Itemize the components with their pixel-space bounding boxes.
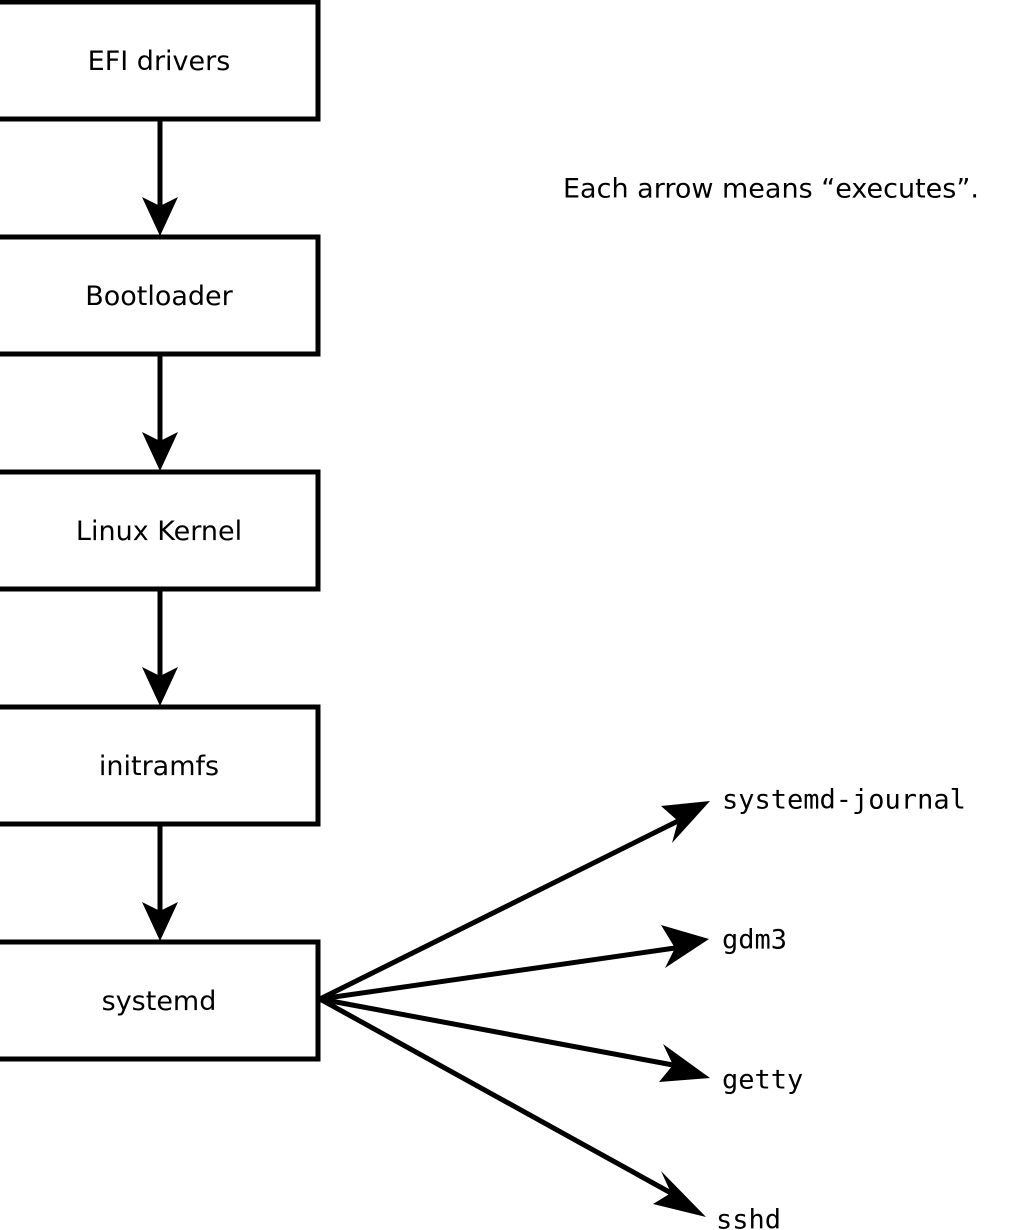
- node-label-systemd: systemd: [102, 986, 217, 1017]
- node-box-rect-efi-drivers: [0, 0, 321, 122]
- node-box-rect-systemd: [0, 939, 321, 1062]
- chain-node-initramfs[interactable]: initramfs: [0, 704, 321, 827]
- arrow-head: [661, 925, 709, 968]
- service-label-systemd-journal: systemd-journal: [722, 785, 966, 816]
- node-label-linux-kernel: Linux Kernel: [76, 516, 242, 547]
- arrow-shaft: [319, 996, 674, 1068]
- node-label-efi-drivers: EFI drivers: [88, 46, 231, 77]
- diagram-caption: Each arrow means “executes”.: [563, 174, 979, 205]
- service-label-gdm3: gdm3: [722, 925, 787, 956]
- chain-node-linux-kernel[interactable]: Linux Kernel: [0, 469, 321, 592]
- arrow-efi-drivers-to-bootloader: [142, 119, 178, 236]
- arrow-initramfs-to-systemd: [142, 824, 178, 941]
- arrow-linux-kernel-to-initramfs: [142, 589, 178, 706]
- arrow-systemd-to-getty: [319, 996, 710, 1082]
- node-label-initramfs: initramfs: [99, 751, 219, 782]
- chain-node-efi-drivers[interactable]: EFI drivers: [0, 0, 321, 122]
- chain-node-bootloader[interactable]: Bootloader: [0, 234, 321, 357]
- node-box-rect-linux-kernel: [0, 469, 321, 592]
- arrow-shaft: [318, 818, 680, 1002]
- chain-node-systemd[interactable]: systemd: [0, 939, 321, 1062]
- arrow-shaft: [318, 996, 673, 1196]
- arrow-systemd-to-sshd: [318, 996, 706, 1217]
- arrow-head: [142, 667, 178, 706]
- arrow-systemd-to-gdm3: [319, 925, 709, 1002]
- arrow-shaft: [319, 945, 676, 1002]
- arrow-head: [142, 432, 178, 471]
- arrow-head: [659, 1044, 710, 1082]
- service-label-sshd: sshd: [716, 1205, 781, 1230]
- arrow-head: [661, 801, 710, 843]
- arrow-head: [142, 197, 178, 236]
- arrow-head: [142, 902, 178, 941]
- arrow-bootloader-to-linux-kernel: [142, 354, 178, 471]
- arrow-systemd-to-systemd-journal: [318, 801, 710, 1002]
- arrow-head: [653, 1171, 706, 1217]
- node-box-rect-initramfs: [0, 704, 321, 827]
- service-label-getty: getty: [722, 1065, 803, 1096]
- node-label-bootloader: Bootloader: [85, 281, 233, 312]
- node-box-rect-bootloader: [0, 234, 321, 357]
